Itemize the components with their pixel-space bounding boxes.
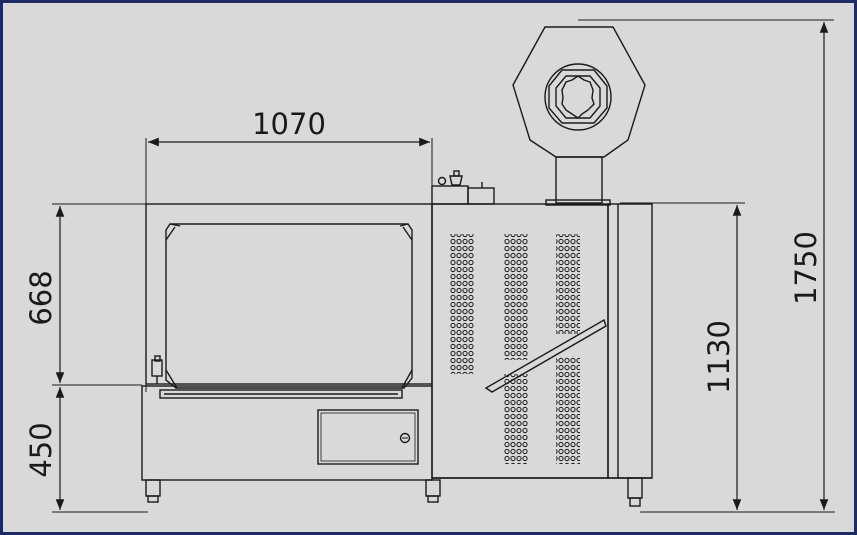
control-box [431, 170, 495, 205]
shrink-tunnel [431, 26, 653, 507]
dimension-height-total: 1750 [789, 231, 823, 305]
base-cabinet [141, 385, 433, 481]
sealing-bar [159, 389, 403, 399]
dimension-height-upper: 668 [24, 270, 58, 325]
cabinet-side [607, 203, 653, 479]
hood-latch [151, 355, 163, 384]
sealing-machine [141, 203, 441, 503]
technical-drawing: 1070 668 450 1130 1750 [24, 19, 835, 513]
dimension-height-lower: 450 [24, 422, 58, 477]
dimension-height-cabinet: 1130 [702, 320, 736, 394]
hood-frame [145, 203, 433, 385]
dimension-lines [55, 21, 829, 510]
left-machine-feet [145, 479, 441, 503]
extension-lines [52, 19, 835, 513]
dimension-width-top: 1070 [252, 107, 326, 141]
front-panel [317, 409, 419, 465]
lid-window [165, 223, 413, 389]
ventilation-holes [450, 234, 580, 464]
panel-lock [399, 432, 411, 444]
tunnel-feet [627, 477, 643, 507]
fan-neck [555, 156, 603, 204]
fan-motor [512, 26, 646, 158]
